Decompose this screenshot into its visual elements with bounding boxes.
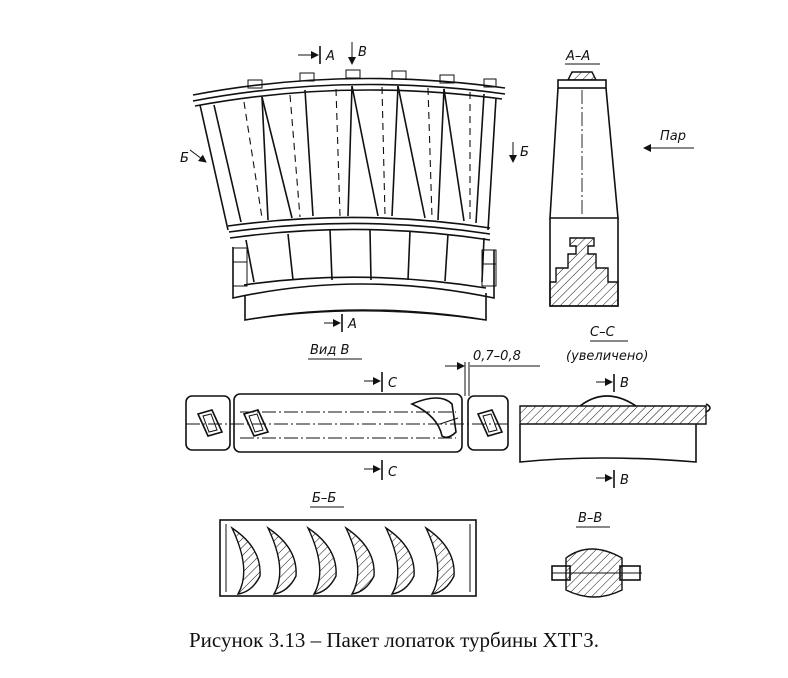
svg-text:Б: Б [520,145,529,160]
svg-text:(увеличено): (увеличено) [566,349,648,364]
turbine-blade-package-drawing: А А В Б Б А–А [180,42,711,598]
svg-text:Пар: Пар [660,129,686,144]
svg-text:В–В: В–В [578,511,602,526]
section-arrow-a-bottom: А [324,314,357,332]
section-arrow-v-top: В [596,374,629,392]
steam-flow-arrow: Пар [643,129,694,152]
svg-text:Вид В: Вид В [310,343,349,358]
svg-text:А–А: А–А [565,49,590,64]
figure-caption: Рисунок 3.13 – Пакет лопаток турбины ХТГ… [188,628,599,652]
section-arrow-a-top: А [298,46,335,64]
section-arrow-bb-left: Б [180,149,207,166]
view-b: Вид В 0,7–0,8 С С [185,343,540,480]
clearance-dimension: 0,7–0,8 [445,349,540,396]
svg-text:В: В [620,376,629,391]
svg-text:А: А [325,49,335,64]
svg-text:С: С [388,465,398,480]
svg-text:С–С: С–С [590,325,616,340]
section-cc: С–С (увеличено) В В [519,325,711,488]
shroud-tenons [247,69,497,89]
section-arrow-c-bottom: С [364,460,398,480]
section-arrow-bb-right: Б [509,142,529,163]
blade-profiles [230,526,455,595]
section-arrow-c-top: С [364,372,398,392]
svg-text:Б–Б: Б–Б [312,491,336,506]
front-view: А А В Б Б [180,42,529,332]
svg-text:А: А [347,317,357,332]
blade-lines [213,85,485,224]
section-aa: А–А Пар [549,49,694,307]
svg-text:С: С [388,376,398,391]
svg-text:0,7–0,8: 0,7–0,8 [473,349,521,364]
section-bb: Б–Б [219,491,477,597]
svg-text:В: В [620,473,629,488]
lower-blade-lines [245,229,485,283]
section-arrow-v-bottom: В [596,470,629,488]
svg-text:В: В [358,45,367,60]
hidden-lines [243,86,471,222]
view-arrow-b: В [348,42,367,65]
svg-text:Б: Б [180,151,189,166]
section-vv: В–В [551,511,642,598]
